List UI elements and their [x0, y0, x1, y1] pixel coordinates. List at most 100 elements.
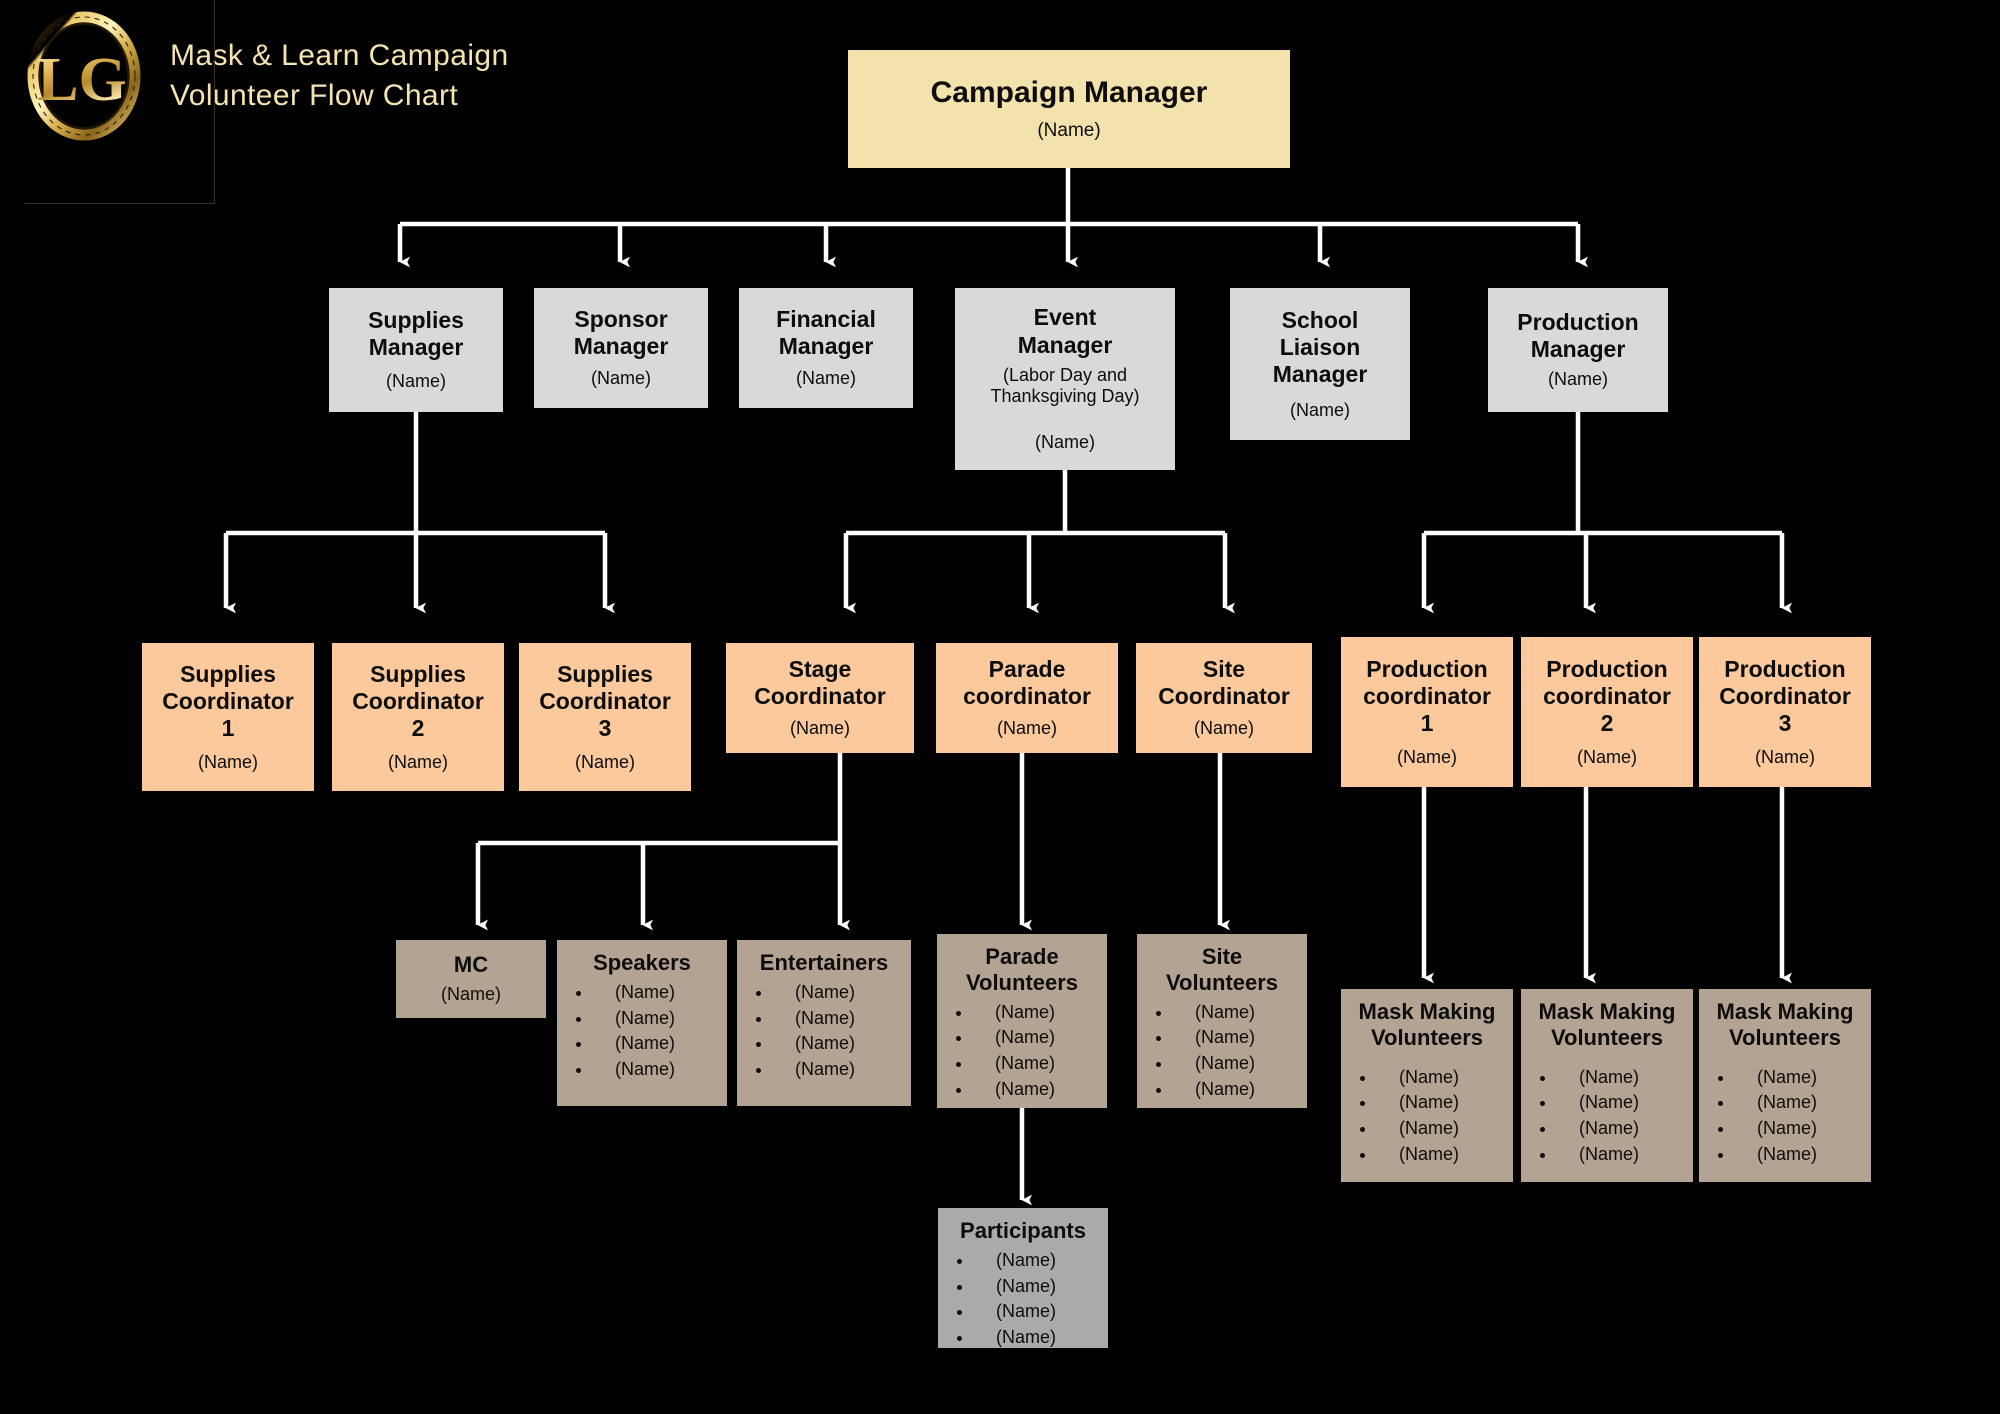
node-mc[interactable]: MC (Name) — [396, 940, 546, 1018]
entertainers-title: Entertainers — [759, 950, 889, 975]
node-production-coordinator-1[interactable]: Production coordinator 1 (Name) — [1341, 637, 1513, 787]
site-volunteers-member: (Name) — [1173, 1000, 1301, 1026]
production-coordinator-3-title-1: Production — [1724, 655, 1846, 682]
mask-making-volunteers-2-member: (Name) — [1557, 1142, 1687, 1168]
parade-volunteers-member: (Name) — [973, 1000, 1101, 1026]
parade-coordinator-name: (Name) — [996, 718, 1057, 739]
node-production-manager[interactable]: Production Manager (Name) — [1488, 288, 1668, 412]
supplies-coordinator-1-title-3: 1 — [221, 714, 235, 741]
supplies-manager-title-1: Supplies — [368, 307, 464, 334]
school-liaison-manager-title-2: Liaison — [1279, 333, 1361, 360]
stage-coordinator-title-1: Stage — [788, 656, 852, 683]
node-mask-making-volunteers-2[interactable]: Mask Making Volunteers (Name)(Name)(Name… — [1521, 989, 1693, 1182]
parade-volunteers-member: (Name) — [973, 1077, 1101, 1103]
supplies-manager-name: (Name) — [385, 371, 446, 392]
production-coordinator-2-title-1: Production — [1546, 655, 1668, 682]
site-volunteers-member: (Name) — [1173, 1077, 1301, 1103]
sponsor-manager-title-1: Sponsor — [574, 306, 668, 333]
mask-making-volunteers-2-title-1: Mask Making — [1538, 999, 1676, 1024]
supplies-coordinator-1-title-2: Coordinator — [162, 687, 294, 714]
mask-making-volunteers-3-member: (Name) — [1735, 1116, 1865, 1142]
entertainers-member: (Name) — [773, 1006, 905, 1032]
node-school-liaison-manager[interactable]: School Liaison Manager (Name) — [1230, 288, 1410, 440]
speakers-list: (Name)(Name)(Name)(Name) — [563, 980, 721, 1082]
supplies-coordinator-2-title-1: Supplies — [370, 660, 466, 687]
entertainers-member: (Name) — [773, 1031, 905, 1057]
parade-volunteers-title-2: Volunteers — [965, 969, 1079, 995]
participants-title: Participants — [960, 1218, 1086, 1243]
participants-member: (Name) — [974, 1248, 1102, 1274]
school-liaison-manager-title-3: Manager — [1272, 360, 1368, 387]
node-entertainers[interactable]: Entertainers (Name)(Name)(Name)(Name) — [737, 940, 911, 1106]
production-coordinator-2-name: (Name) — [1576, 746, 1637, 767]
node-supplies-coordinator-3[interactable]: Supplies Coordinator 3 (Name) — [519, 643, 691, 791]
mask-making-volunteers-3-list: (Name)(Name)(Name)(Name) — [1705, 1065, 1865, 1167]
node-stage-coordinator[interactable]: Stage Coordinator (Name) — [726, 643, 914, 753]
production-coordinator-1-name: (Name) — [1396, 746, 1457, 767]
sponsor-manager-name: (Name) — [590, 368, 651, 389]
node-speakers[interactable]: Speakers (Name)(Name)(Name)(Name) — [557, 940, 727, 1106]
mask-making-volunteers-2-member: (Name) — [1557, 1065, 1687, 1091]
node-parade-coordinator[interactable]: Parade coordinator (Name) — [936, 643, 1118, 753]
participants-member: (Name) — [974, 1299, 1102, 1325]
node-supplies-coordinator-1[interactable]: Supplies Coordinator 1 (Name) — [142, 643, 314, 791]
mask-making-volunteers-3-title-1: Mask Making — [1716, 999, 1854, 1024]
event-manager-note-1: (Labor Day and — [1002, 364, 1128, 385]
site-coordinator-title-2: Coordinator — [1158, 683, 1290, 710]
production-coordinator-2-title-2: coordinator — [1543, 682, 1671, 709]
node-supplies-manager[interactable]: Supplies Manager (Name) — [329, 288, 503, 412]
event-manager-title-2: Manager — [1017, 331, 1113, 358]
sponsor-manager-title-2: Manager — [573, 333, 669, 360]
node-mask-making-volunteers-1[interactable]: Mask Making Volunteers (Name)(Name)(Name… — [1341, 989, 1513, 1182]
production-coordinator-3-title-2: Coordinator — [1719, 682, 1851, 709]
speakers-member: (Name) — [593, 1057, 721, 1083]
production-manager-title-2: Manager — [1530, 336, 1626, 363]
participants-member: (Name) — [974, 1274, 1102, 1300]
participants-list: (Name)(Name)(Name)(Name) — [944, 1248, 1102, 1350]
node-campaign-manager[interactable]: Campaign Manager (Name) — [848, 50, 1290, 168]
header-frame-line — [24, 0, 215, 204]
financial-manager-title-2: Manager — [778, 333, 874, 360]
node-financial-manager[interactable]: Financial Manager (Name) — [739, 288, 913, 408]
production-coordinator-2-title-3: 2 — [1600, 709, 1614, 736]
node-mask-making-volunteers-3[interactable]: Mask Making Volunteers (Name)(Name)(Name… — [1699, 989, 1871, 1182]
speakers-title: Speakers — [593, 950, 691, 975]
node-supplies-coordinator-2[interactable]: Supplies Coordinator 2 (Name) — [332, 643, 504, 791]
chart-title-line-1: Mask & Learn Campaign — [170, 39, 509, 73]
supplies-coordinator-2-name: (Name) — [387, 751, 448, 772]
node-site-coordinator[interactable]: Site Coordinator (Name) — [1136, 643, 1312, 753]
node-production-coordinator-3[interactable]: Production Coordinator 3 (Name) — [1699, 637, 1871, 787]
stage-coordinator-name: (Name) — [789, 718, 850, 739]
node-production-coordinator-2[interactable]: Production coordinator 2 (Name) — [1521, 637, 1693, 787]
supplies-coordinator-3-title-1: Supplies — [557, 660, 653, 687]
node-parade-volunteers[interactable]: Parade Volunteers (Name)(Name)(Name)(Nam… — [937, 934, 1107, 1108]
mask-making-volunteers-1-title-2: Volunteers — [1370, 1024, 1484, 1050]
campaign-manager-title: Campaign Manager — [930, 75, 1208, 109]
parade-volunteers-member: (Name) — [973, 1051, 1101, 1077]
production-coordinator-1-title-2: coordinator — [1363, 682, 1491, 709]
chart-title-line-2: Volunteer Flow Chart — [170, 79, 459, 112]
mc-title: MC — [453, 952, 489, 978]
entertainers-list: (Name)(Name)(Name)(Name) — [743, 980, 905, 1082]
financial-manager-title-1: Financial — [776, 306, 876, 333]
mask-making-volunteers-1-member: (Name) — [1377, 1116, 1507, 1142]
parade-coordinator-title-2: coordinator — [963, 683, 1091, 710]
node-sponsor-manager[interactable]: Sponsor Manager (Name) — [534, 288, 708, 408]
supplies-coordinator-2-title-2: Coordinator — [352, 687, 484, 714]
financial-manager-name: (Name) — [795, 368, 856, 389]
mask-making-volunteers-1-member: (Name) — [1377, 1065, 1507, 1091]
mask-making-volunteers-2-title-2: Volunteers — [1550, 1024, 1664, 1050]
stage-coordinator-title-2: Coordinator — [754, 683, 886, 710]
mask-making-volunteers-3-member: (Name) — [1735, 1142, 1865, 1168]
mask-making-volunteers-1-member: (Name) — [1377, 1142, 1507, 1168]
node-participants[interactable]: Participants (Name)(Name)(Name)(Name) — [938, 1208, 1108, 1348]
school-liaison-manager-name: (Name) — [1289, 399, 1350, 420]
node-event-manager[interactable]: Event Manager (Labor Day and Thanksgivin… — [955, 288, 1175, 470]
node-site-volunteers[interactable]: Site Volunteers (Name)(Name)(Name)(Name) — [1137, 934, 1307, 1108]
speakers-member: (Name) — [593, 980, 721, 1006]
supplies-manager-title-2: Manager — [368, 334, 464, 361]
campaign-manager-name: (Name) — [1037, 120, 1101, 142]
speakers-member: (Name) — [593, 1031, 721, 1057]
site-coordinator-name: (Name) — [1193, 718, 1254, 739]
